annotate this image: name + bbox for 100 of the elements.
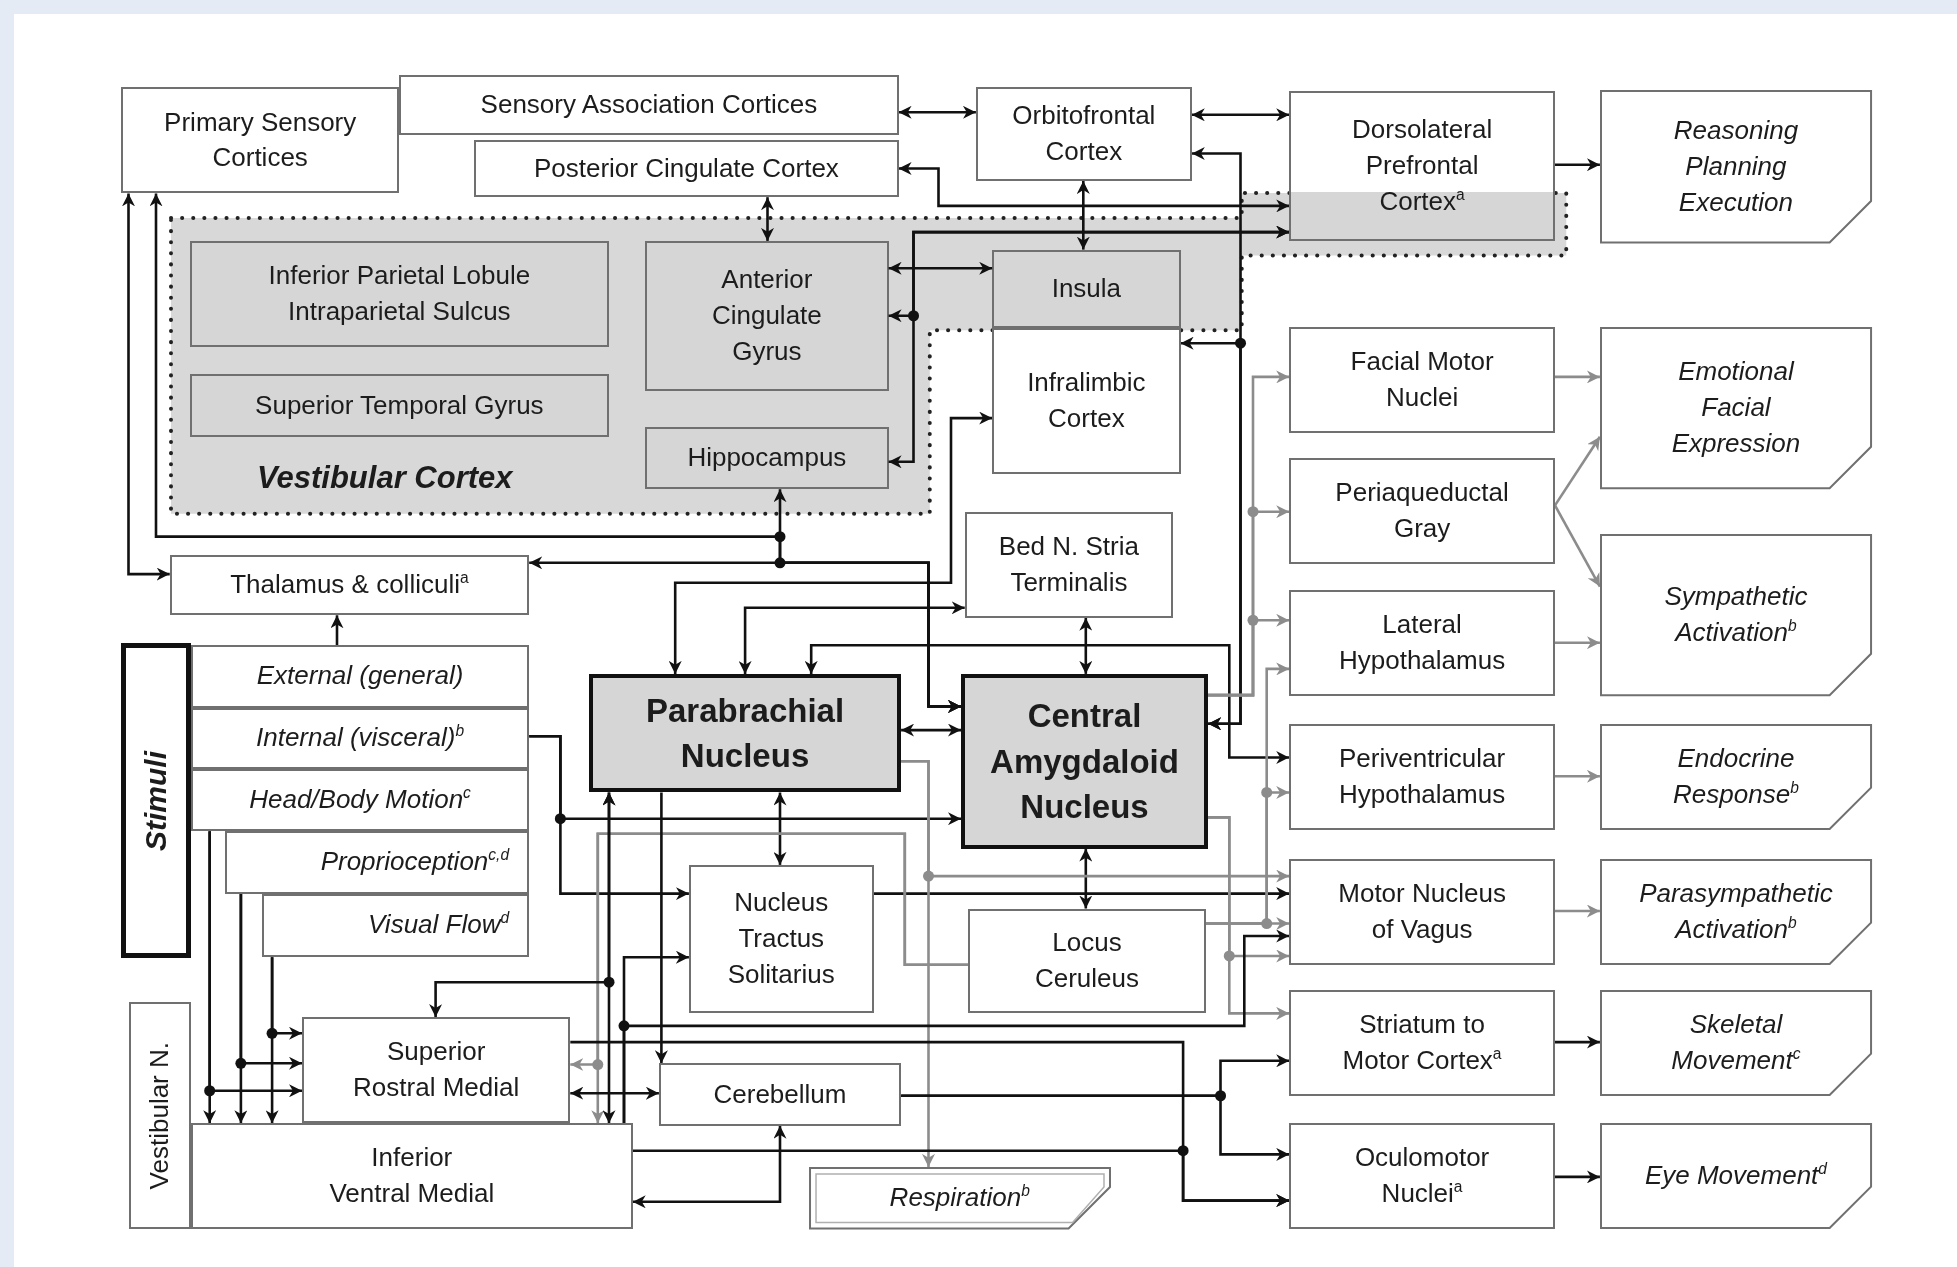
brain-region-box	[968, 908, 1206, 1014]
arrow	[1191, 108, 1290, 122]
box-label: Proprioception$^{c,d}$	[320, 845, 510, 879]
box-label: Vestibular Cortex	[256, 459, 513, 498]
arrow	[591, 832, 969, 1124]
arrow	[265, 957, 279, 1124]
stimulus-box	[262, 893, 530, 958]
box-label: Posterior Cingulate Cortex	[533, 151, 839, 185]
arrow	[901, 1094, 1290, 1161]
nucleus-box	[960, 673, 1209, 849]
box-label: Skeletal Movement$^{c}$	[1670, 1007, 1802, 1077]
arrow	[570, 1086, 659, 1100]
brain-region-box	[121, 87, 400, 194]
brain-region-box	[975, 87, 1192, 181]
arrow	[529, 735, 961, 826]
brain-region-box	[1289, 458, 1555, 565]
box-label: Oculomotor Nuclei$^{a}$	[1353, 1141, 1491, 1211]
arrow	[1079, 848, 1093, 909]
box-label: Anterior Cingulate Gyrus	[710, 262, 823, 368]
box-label: Locus Ceruleus	[1033, 926, 1140, 995]
brain-region-box	[992, 249, 1181, 329]
box-label: Facial Motor Nuclei	[1349, 345, 1495, 414]
brain-region-box	[169, 555, 530, 616]
arrow	[1079, 617, 1093, 674]
arrow	[898, 105, 976, 119]
arrow	[1555, 904, 1600, 918]
arrow	[901, 760, 1290, 883]
stimulus-box	[190, 707, 530, 769]
box-label: Motor Nucleus of Vagus	[1337, 876, 1507, 946]
box-label: Sympathetic Activation$^{b}$	[1663, 580, 1809, 650]
box-label: Respiration$^{b}$	[889, 1181, 1030, 1215]
stimulus-box	[190, 645, 530, 708]
box-label: Sensory Association Cortices	[480, 87, 818, 121]
brain-region-box	[474, 139, 899, 198]
box-label: Bed N. Stria Terminalis	[997, 529, 1140, 599]
arrow	[1208, 816, 1290, 1020]
vestibular-nuclei-box	[128, 1002, 191, 1230]
box-label: Infralimbic Cortex	[1026, 366, 1147, 436]
arrow	[804, 643, 1290, 764]
box-label: Nucleus Tractus Solitarius	[726, 886, 836, 992]
arrow	[1555, 1035, 1600, 1049]
arrow	[1555, 158, 1600, 172]
box-label: Internal (visceral)$^{b}$	[256, 721, 465, 755]
brain-region-box	[1289, 326, 1555, 434]
arrow	[1180, 336, 1242, 731]
arrow	[330, 615, 344, 646]
arrow	[888, 225, 1290, 469]
arrow	[429, 792, 616, 1018]
brain-region-box	[1289, 1123, 1555, 1230]
box-label: Parabrachial Nucleus	[645, 690, 846, 777]
box-label: Thalamus & colliculi$^{a}$	[230, 568, 469, 602]
outcome-box	[1599, 326, 1872, 490]
arrow	[888, 261, 993, 275]
outcome-box	[1599, 89, 1872, 244]
brain-region-box	[1289, 989, 1555, 1096]
arrow	[234, 893, 248, 1124]
brain-region-box	[645, 240, 889, 391]
brain-region-box	[658, 1063, 902, 1126]
stimulus-box	[224, 831, 530, 894]
brain-region-box	[399, 74, 899, 135]
box-label: Cerebellum	[713, 1077, 847, 1111]
box-label: Inferior Parietal Lobule Intraparietal Sulcus	[267, 259, 532, 328]
outcome-box	[1599, 989, 1872, 1096]
arrow	[1076, 181, 1090, 250]
brain-region-box	[645, 426, 889, 490]
arrow	[622, 929, 1290, 1124]
arrow	[901, 723, 961, 737]
arrow	[203, 831, 217, 1124]
brain-region-box	[992, 328, 1181, 475]
outcome-box	[808, 1166, 1111, 1230]
brain-region-box	[189, 374, 609, 437]
box-label: Reasoning Planning Execution	[1672, 113, 1800, 219]
stimuli-header-box	[121, 642, 191, 959]
arrow	[1208, 613, 1290, 697]
arrow	[122, 193, 170, 581]
box-label: Endocrine Response$^{b}$	[1672, 742, 1800, 811]
arrow	[1555, 636, 1600, 650]
outcome-box	[1599, 1123, 1872, 1230]
box-label: Visual Flow$^{d}$	[368, 908, 510, 942]
arrow	[898, 162, 1290, 213]
box-label: Central Amygdaloid Nucleus	[989, 695, 1180, 828]
arrow	[1555, 1170, 1600, 1184]
box-label: Hippocampus	[687, 441, 847, 475]
outcome-box	[1599, 723, 1872, 830]
box-label: External (general)	[256, 659, 464, 693]
box-label: Lateral Hypothalamus	[1337, 608, 1507, 678]
box-label: Eye Movement$^{d}$	[1644, 1159, 1827, 1193]
box-label: Head/Body Motion$^{c}$	[249, 783, 471, 816]
outcome-box	[1599, 534, 1872, 697]
arrow	[1553, 436, 1601, 507]
arrow	[1555, 370, 1600, 384]
box-label: Inferior Ventral Medial	[328, 1141, 496, 1211]
nucleus-box	[589, 673, 902, 793]
brain-region-box	[302, 1017, 571, 1124]
arrow	[1555, 769, 1600, 783]
brain-region-box	[1289, 91, 1555, 241]
brain-region-box	[964, 511, 1174, 618]
arrow	[632, 1125, 787, 1209]
arrow	[773, 792, 787, 865]
arrow	[654, 792, 668, 1064]
